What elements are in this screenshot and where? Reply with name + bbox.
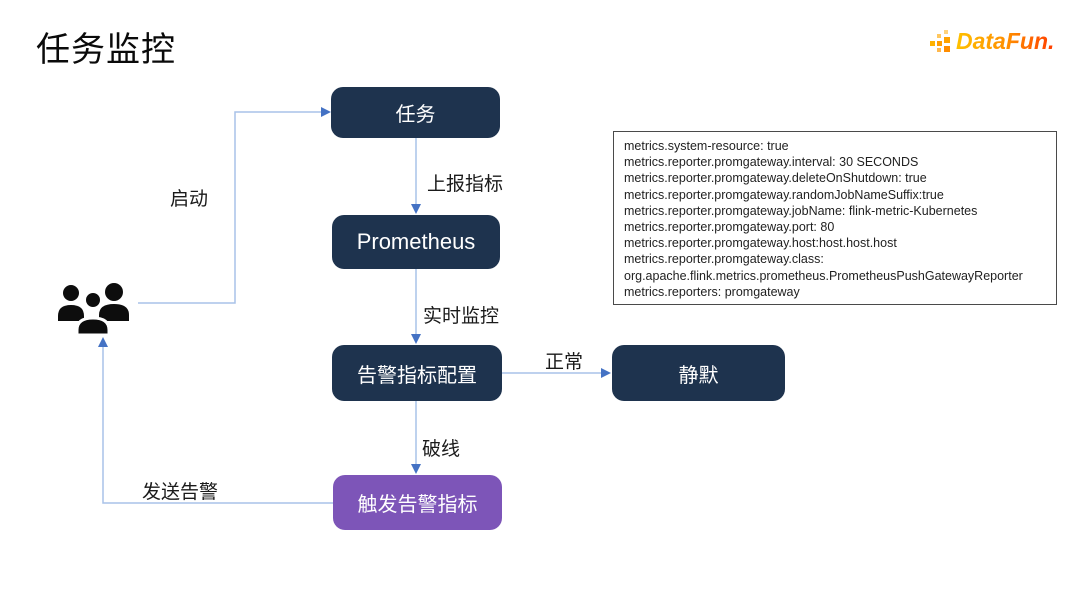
config-line: metrics.reporter.promgateway.host:host.h… <box>624 236 897 251</box>
node-prometheus: Prometheus <box>332 215 500 269</box>
logo-wordmark: DataFun. <box>956 28 1055 54</box>
config-line: metrics.reporter.promgateway.jobName: fl… <box>624 203 978 218</box>
config-line: metrics.reporter.promgateway.interval: 3… <box>624 155 919 170</box>
node-alert-config-label: 告警指标配置 <box>357 364 477 387</box>
edge-label-break: 破线 <box>422 439 461 460</box>
node-alert-config: 告警指标配置 <box>332 345 502 401</box>
arrowhead-into-prometheus <box>411 204 421 214</box>
flink-metrics-config-box: metrics.system-resource: true metrics.re… <box>613 131 1057 305</box>
datafun-logo: DataFun. <box>928 28 1058 64</box>
edge-label-normal: 正常 <box>545 352 584 373</box>
node-silence-label: 静默 <box>678 364 719 387</box>
node-trigger-label: 触发告警指标 <box>357 494 478 516</box>
arrowhead-into-silence <box>601 368 611 378</box>
config-line: metrics.reporter.promgateway.deleteOnShu… <box>624 171 927 186</box>
edge-start-line <box>138 111 321 304</box>
arrowhead-into-trigger <box>411 464 421 474</box>
node-task: 任务 <box>331 87 500 138</box>
edge-label-start: 启动 <box>170 189 209 210</box>
edge-label-report: 上报指标 <box>427 174 504 195</box>
users-group-icon <box>58 283 129 337</box>
config-line: metrics.system-resource: true <box>624 139 789 153</box>
config-line: metrics.reporters: promgateway <box>624 284 800 299</box>
node-silence: 静默 <box>612 345 785 401</box>
arrowhead-into-task <box>321 107 331 117</box>
config-line: metrics.reporter.promgateway.class: <box>624 252 824 267</box>
edge-label-realtime: 实时监控 <box>423 306 500 327</box>
config-line: metrics.reporter.promgateway.port: 80 <box>624 220 835 235</box>
node-trigger: 触发告警指标 <box>333 475 502 530</box>
config-line: metrics.reporter.promgateway.randomJobNa… <box>624 187 944 202</box>
arrowhead-into-users <box>98 337 108 347</box>
config-line: org.apache.flink.metrics.prometheus.Prom… <box>624 268 1023 283</box>
node-prometheus-label: Prometheus <box>356 229 476 254</box>
edge-label-send: 发送告警 <box>142 482 219 503</box>
arrowhead-into-alert-config <box>411 334 421 344</box>
node-task-label: 任务 <box>395 104 436 126</box>
page-title: 任务监控 <box>36 31 176 69</box>
logo-pixel-icon <box>930 41 935 46</box>
